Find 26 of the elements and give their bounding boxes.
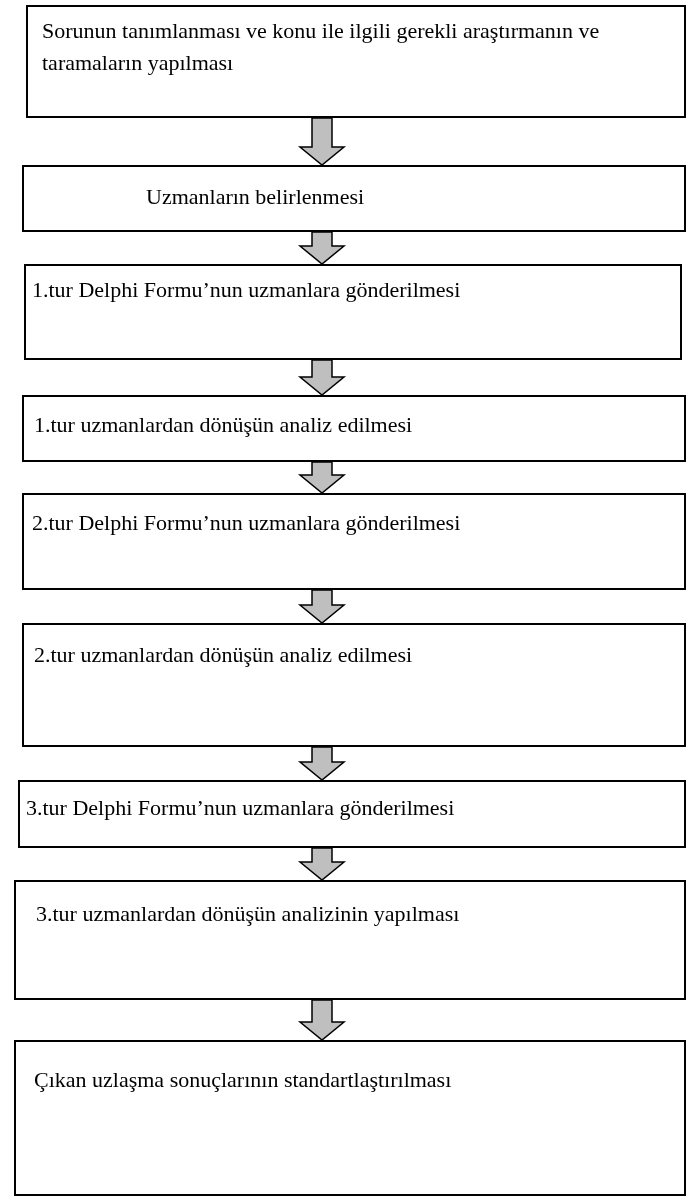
process-box	[22, 623, 686, 747]
step-text: 1.tur Delphi Formu’nun uzmanlara gönderilmesi	[32, 276, 462, 304]
process-box	[24, 264, 682, 360]
block-arrow	[297, 999, 347, 1041]
step-text: Çıkan uzlaşma sonuçlarının standartlaştırılması	[34, 1066, 453, 1094]
block-arrow	[297, 589, 347, 624]
step-text: Sorunun tanımlanması ve konu ile ilgili gerekli araştırmanın ve taramaların yapılması	[42, 17, 601, 77]
process-box	[22, 165, 686, 232]
process-box	[14, 1040, 686, 1196]
block-arrow	[297, 847, 347, 881]
block-arrow	[297, 231, 347, 265]
step-text: 2.tur Delphi Formu’nun uzmanlara gönderilmesi	[32, 509, 462, 537]
process-box	[26, 5, 686, 118]
block-arrow	[297, 359, 347, 396]
step-text: 1.tur uzmanlardan dönüşün analiz edilmesi	[34, 411, 414, 439]
block-arrow	[297, 117, 347, 166]
process-box	[14, 880, 686, 1000]
block-arrow	[297, 461, 347, 494]
process-box	[22, 493, 686, 590]
block-arrow	[297, 746, 347, 781]
step-text: Uzmanların belirlenmesi	[146, 183, 366, 211]
process-box	[22, 395, 686, 462]
step-text: 2.tur uzmanlardan dönüşün analiz edilmesi	[34, 641, 414, 669]
process-box	[18, 780, 686, 848]
step-text: 3.tur Delphi Formu’nun uzmanlara gönderilmesi	[26, 794, 456, 822]
step-text: 3.tur uzmanlardan dönüşün analizinin yapılması	[36, 900, 461, 928]
